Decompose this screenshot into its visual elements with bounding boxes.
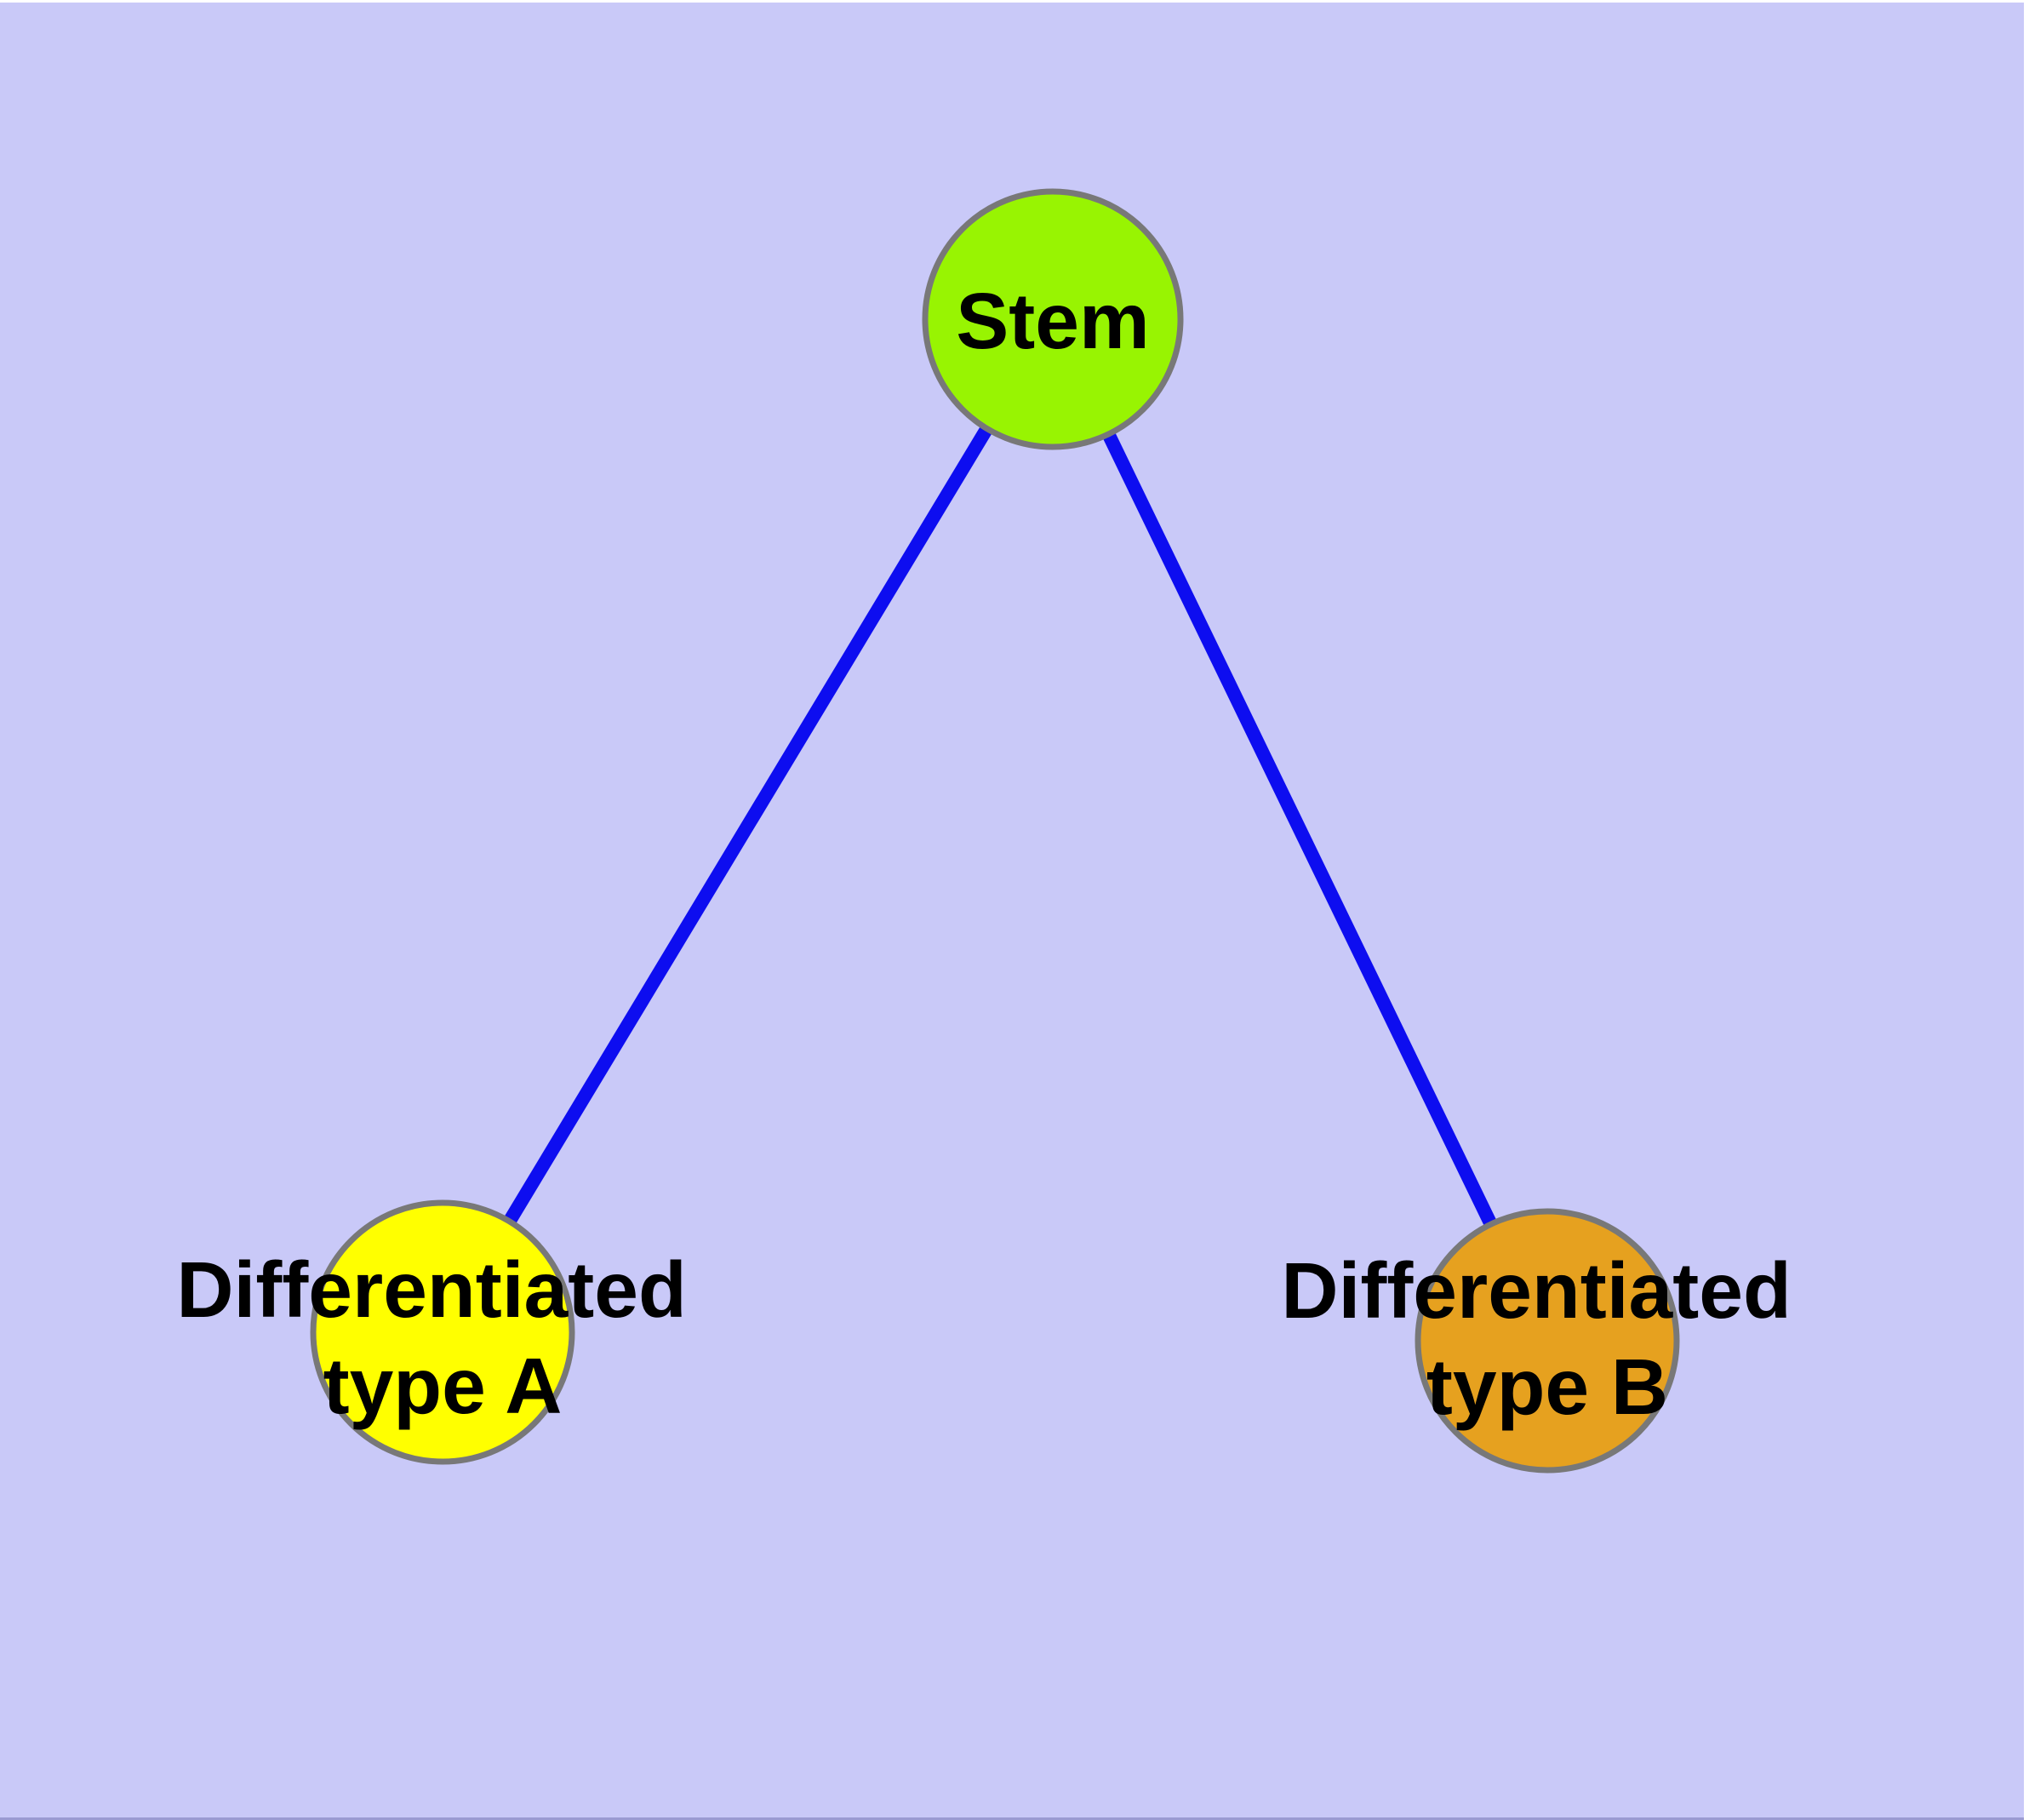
type-b-node xyxy=(1415,1208,1680,1474)
type-b-label-line1: Differentiated xyxy=(1281,1246,1791,1335)
type-a-node-label: Differentiated type A xyxy=(176,1245,708,1430)
stem-node-label: Stem xyxy=(956,277,1149,365)
type-a-node xyxy=(310,1199,575,1465)
canvas-bottom-edge xyxy=(0,1817,2024,1820)
type-b-node-label: Differentiated type B xyxy=(1281,1246,1813,1431)
edge-stem-to-type-a xyxy=(437,315,1059,1336)
stem-node xyxy=(922,188,1184,450)
type-a-label-line2: type A xyxy=(323,1342,563,1430)
type-b-label-line2: type B xyxy=(1426,1342,1668,1431)
type-a-label-line1: Differentiated xyxy=(176,1245,686,1334)
edge-stem-to-type-b xyxy=(1046,316,1554,1344)
